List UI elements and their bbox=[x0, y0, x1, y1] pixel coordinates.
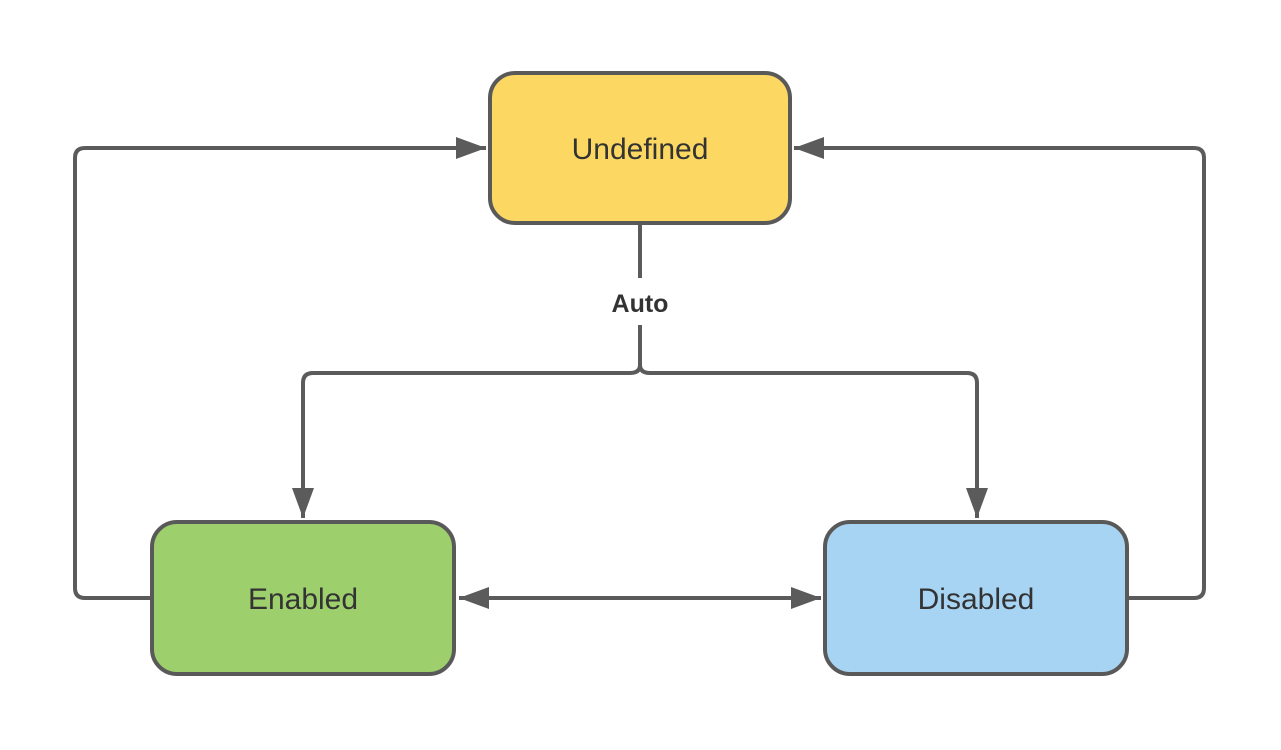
edge-enabled-to-undefined bbox=[73, 137, 486, 600]
state-undefined-shape bbox=[488, 71, 792, 225]
edge-label-auto: Auto bbox=[612, 290, 669, 318]
edge-auto-to-disabled bbox=[638, 325, 988, 518]
edge-disabled-to-undefined bbox=[794, 137, 1206, 600]
state-disabled-label: Disabled bbox=[918, 583, 1035, 616]
state-enabled-label: Enabled bbox=[248, 583, 358, 616]
edge-auto-to-enabled bbox=[292, 325, 642, 518]
node-disabled: Disabled bbox=[823, 520, 1129, 676]
state-undefined-label: Undefined bbox=[572, 133, 709, 166]
node-enabled: Enabled bbox=[150, 520, 456, 676]
node-undefined: Undefined bbox=[488, 71, 792, 225]
state-enabled-shape bbox=[150, 520, 456, 676]
state-disabled-shape bbox=[823, 520, 1129, 676]
